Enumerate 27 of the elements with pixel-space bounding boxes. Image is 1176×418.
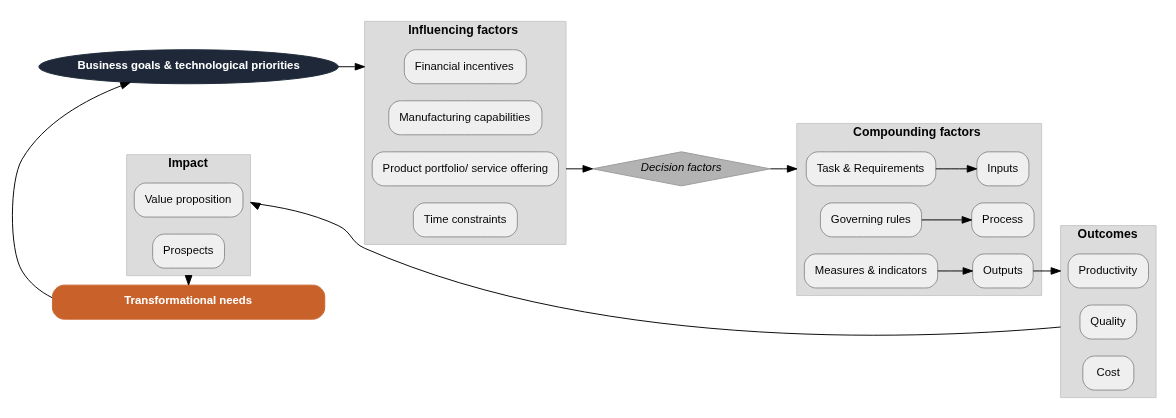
arrow [250, 201, 1062, 336]
arrow [337, 62, 366, 70]
arrow [937, 266, 973, 275]
node-box: Cost [1082, 355, 1135, 391]
node-ellipse: Business goals & technological priorities [38, 48, 339, 84]
node-box: Outputs [972, 252, 1034, 288]
arrow [769, 164, 798, 173]
node-box: Value proposition [133, 182, 244, 218]
arrow [935, 164, 978, 173]
arrow [921, 215, 973, 224]
node-box: Manufacturing capabilities [388, 99, 543, 135]
arrow [1032, 266, 1062, 275]
node-box: Financial incentives [403, 48, 527, 84]
arrow [565, 164, 593, 173]
node-box: Product portfolio/ service offering [371, 150, 559, 186]
node-box: Inputs [976, 150, 1030, 186]
arrow [11, 81, 131, 298]
node-diamond: Decision factors [592, 150, 771, 186]
node-box: Process [971, 201, 1035, 237]
node-box: Prospects [152, 233, 225, 269]
node-box: Time constraints [412, 201, 518, 237]
node-box: Task & Requirements [805, 150, 937, 186]
node-box: Transformational needs [51, 284, 326, 320]
node-box: Productivity [1067, 252, 1149, 288]
node-box: Quality [1079, 304, 1138, 339]
node-box: Governing rules [819, 201, 923, 237]
node-box: Measures & indicators [803, 252, 939, 288]
